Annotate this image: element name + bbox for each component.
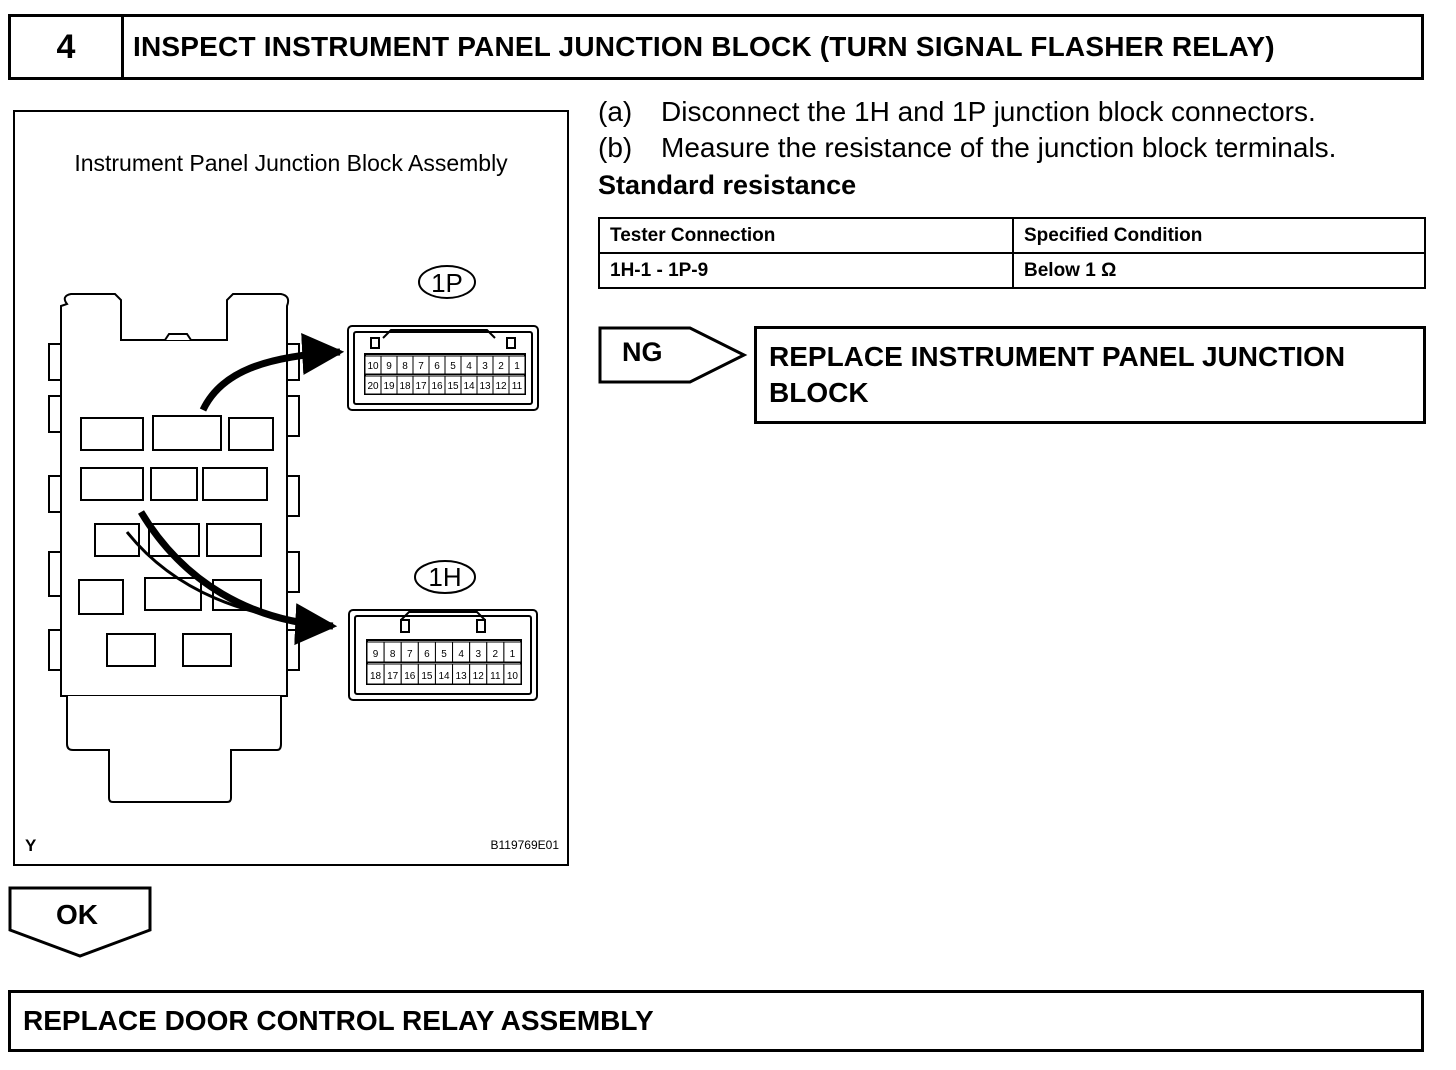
pin-number: 10	[367, 361, 379, 372]
pin-cell	[503, 641, 522, 663]
figure-corner-mark: Y	[25, 836, 37, 855]
standard-resistance-label: Standard resistance	[598, 170, 857, 200]
step-number: 4	[11, 17, 124, 77]
pin-number: 17	[415, 381, 427, 392]
final-action-box: REPLACE DOOR CONTROL RELAY ASSEMBLY	[8, 990, 1424, 1052]
step-a: (a) Disconnect the 1H and 1P junction blo…	[598, 96, 1316, 128]
pin-number: 11	[512, 381, 523, 392]
step-title: INSPECT INSTRUMENT PANEL JUNCTION BLOCK …	[133, 31, 1275, 62]
pin-number: 6	[424, 649, 430, 660]
table-header-row: Tester Connection Specified Condition	[598, 217, 1426, 254]
ok-label: OK	[56, 899, 98, 930]
step-b: (b) Measure the resistance of the junctio…	[598, 132, 1336, 164]
connector-1p-label: 1P	[431, 268, 463, 298]
pin-number: 2	[498, 361, 504, 372]
pin-number: 5	[441, 649, 447, 660]
pin-number: 18	[399, 381, 411, 392]
pin-number: 18	[370, 671, 382, 682]
pin-number: 13	[456, 671, 468, 682]
ok-arrow	[8, 886, 152, 958]
pin-number: 6	[434, 361, 440, 372]
figure-title: Instrument Panel Junction Block Assembly	[74, 150, 508, 176]
pin-number: 20	[367, 381, 379, 392]
pin-number: 14	[438, 671, 450, 682]
pin-number: 9	[373, 649, 379, 660]
pin-cell	[508, 375, 526, 395]
pin-number: 15	[421, 671, 433, 682]
table-cell-tester: 1H-1 - 1P-9	[598, 252, 1014, 289]
spec-table: Tester Connection Specified Condition 1H…	[598, 217, 1426, 289]
pin-number: 12	[473, 671, 485, 682]
pin-number: 7	[407, 649, 413, 660]
pin-cell	[503, 663, 522, 685]
figure-image-code: B119769E01	[490, 838, 559, 852]
ng-label: NG	[622, 337, 663, 367]
pin-number: 1	[514, 361, 520, 372]
connector-arrows	[125, 333, 345, 646]
connector-1p-bottom-pins: 20 19 18 17 16 15 14 13 12 11	[364, 375, 526, 395]
ng-arrow	[598, 326, 748, 384]
table-row: 1H-1 - 1P-9 Below 1 Ω	[598, 252, 1426, 289]
ng-action-line-1: REPLACE INSTRUMENT PANEL JUNCTION	[769, 341, 1346, 372]
pin-number: 3	[482, 361, 488, 372]
pin-number: 8	[390, 649, 396, 660]
pin-number: 14	[463, 381, 475, 392]
pin-number: 1	[510, 649, 516, 660]
step-header: 4 INSPECT INSTRUMENT PANEL JUNCTION BLOC…	[8, 14, 1424, 80]
pin-number: 4	[458, 649, 464, 660]
ng-action-line-2: BLOCK	[769, 377, 869, 408]
step-a-text: Disconnect the 1H and 1P junction block …	[661, 96, 1316, 127]
final-action-text: REPLACE DOOR CONTROL RELAY ASSEMBLY	[23, 1005, 654, 1036]
junction-block-body	[48, 293, 300, 803]
pin-number: 3	[475, 649, 481, 660]
connector-1h-label: 1H	[428, 562, 461, 592]
pin-number: 17	[387, 671, 399, 682]
pin-number: 16	[404, 671, 416, 682]
pin-cell	[508, 355, 526, 375]
step-b-text: Measure the resistance of the junction b…	[661, 132, 1337, 163]
table-cell-condition: Below 1 Ω	[1012, 252, 1426, 289]
pin-number: 8	[402, 361, 408, 372]
pin-number: 11	[490, 671, 501, 682]
step-a-label: (a)	[598, 96, 633, 127]
connector-1p-label-badge: 1P	[418, 265, 476, 299]
connector-1h-label-badge: 1H	[414, 560, 476, 594]
pin-number: 12	[495, 381, 507, 392]
table-header-tester: Tester Connection	[598, 217, 1014, 254]
ng-action-box: REPLACE INSTRUMENT PANEL JUNCTION BLOCK	[754, 326, 1426, 424]
connector-1h-bottom-pins: 18 17 16 15 14 13 12 11 10	[366, 663, 522, 685]
pin-number: 10	[507, 671, 519, 682]
pin-number: 7	[418, 361, 424, 372]
pin-number: 19	[383, 381, 395, 392]
pin-number: 16	[431, 381, 443, 392]
pin-number: 13	[479, 381, 491, 392]
pin-number: 9	[386, 361, 392, 372]
pin-number: 15	[447, 381, 459, 392]
step-b-label: (b)	[598, 132, 633, 163]
pin-number: 2	[493, 649, 499, 660]
ng-action-text: REPLACE INSTRUMENT PANEL JUNCTION BLOCK	[769, 339, 1345, 411]
pin-number: 5	[450, 361, 456, 372]
junction-block-figure: Instrument Panel Junction Block Assembly	[13, 110, 569, 866]
pin-number: 4	[466, 361, 472, 372]
table-header-condition: Specified Condition	[1012, 217, 1426, 254]
